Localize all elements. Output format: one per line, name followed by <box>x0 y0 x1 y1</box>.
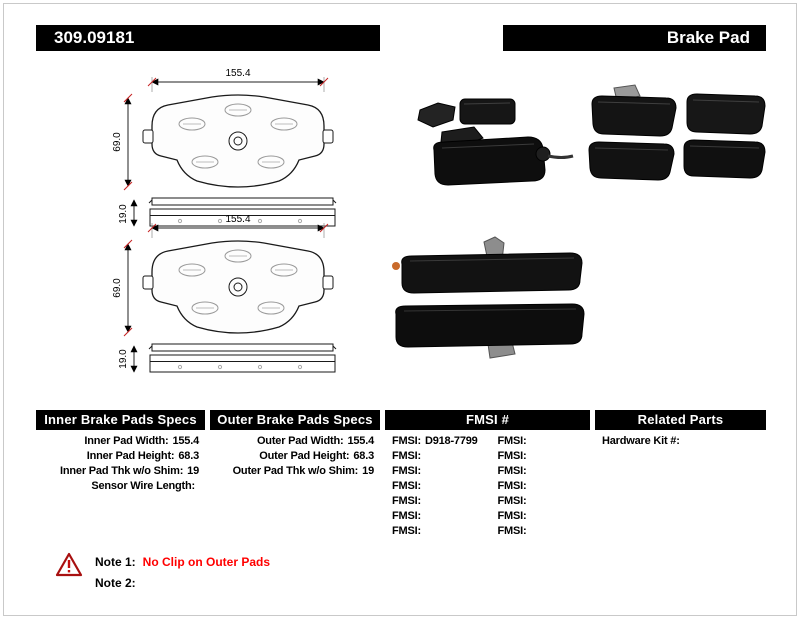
pad-side-view-drawing-2: 19.0 <box>118 343 337 373</box>
product-type: Brake Pad <box>666 28 750 47</box>
fmsi-subcolumn-2: FMSI: FMSI: FMSI: FMSI: FMSI: FMSI: FMSI… <box>488 434 591 539</box>
fmsi-row: FMSI: <box>497 465 527 477</box>
height-dimension-label-1: 69.0 <box>112 132 123 152</box>
width-dimension-label-1: 155.4 <box>225 68 250 79</box>
note-2: Note 2: <box>95 576 143 590</box>
outer-specs-header: Outer Brake Pads Specs <box>210 410 380 430</box>
thickness-dimension-label-1: 19.0 <box>118 204 129 224</box>
page-border <box>3 3 797 616</box>
spec-row-outer-thickness: Outer Pad Thk w/o Shim:19 <box>232 465 375 477</box>
fmsi-row: FMSI: <box>392 480 421 492</box>
related-parts-header: Related Parts <box>595 410 766 430</box>
technical-drawings: 155.4 69.0 19.0 155.4 69.0 <box>112 68 766 373</box>
note-2-label: Note 2: <box>95 576 136 590</box>
spec-row-outer-height: Outer Pad Height:68.3 <box>259 450 374 462</box>
spec-row-inner-width: Inner Pad Width:155.4 <box>84 435 199 447</box>
related-parts-column: Related Parts Hardware Kit #: <box>595 410 766 449</box>
fmsi-header: FMSI # <box>385 410 590 430</box>
thickness-dimension-label-2: 19.0 <box>118 349 129 369</box>
spec-row-inner-height: Inner Pad Height:68.3 <box>86 450 199 462</box>
photo-pad-set-side <box>392 236 585 359</box>
pad-side-view-drawing-1: 19.0 <box>118 197 337 227</box>
spec-row-hardware-kit: Hardware Kit #: <box>602 435 680 447</box>
spec-row-outer-width: Outer Pad Width:155.4 <box>256 435 374 447</box>
fmsi-row: FMSI: <box>497 510 527 522</box>
note-1-text: No Clip on Outer Pads <box>142 555 271 569</box>
fmsi-row: FMSI: <box>392 495 421 507</box>
fmsi-row: FMSI: <box>392 450 421 462</box>
width-dimension-label-2: 155.4 <box>225 214 250 225</box>
fmsi-row: FMSI: <box>497 480 527 492</box>
inner-specs-column: Inner Brake Pads Specs Inner Pad Width:1… <box>36 410 205 494</box>
fmsi-subcolumn-1: FMSI:D918-7799 FMSI: FMSI: FMSI: FMSI: F… <box>385 434 488 539</box>
height-dimension-label-2: 69.0 <box>112 278 123 298</box>
fmsi-column: FMSI # FMSI:D918-7799 FMSI: FMSI: FMSI: … <box>385 410 590 539</box>
outer-specs-column: Outer Brake Pads Specs Outer Pad Width:1… <box>210 410 380 479</box>
fmsi-row: FMSI: <box>497 495 527 507</box>
spec-row-inner-thickness: Inner Pad Thk w/o Shim:19 <box>60 465 199 477</box>
product-type-bar: Brake Pad <box>503 25 766 51</box>
pad-front-view-drawing-2: 155.4 69.0 <box>112 214 334 337</box>
inner-specs-header: Inner Brake Pads Specs <box>36 410 205 430</box>
part-number-bar: 309.09181 <box>36 25 380 51</box>
fmsi-row: FMSI: <box>497 450 527 462</box>
note-1: Note 1: No Clip on Outer Pads <box>95 555 270 569</box>
part-number: 309.09181 <box>54 28 135 47</box>
fmsi-row: FMSI: <box>392 465 421 477</box>
photo-pads-with-hardware <box>417 98 574 186</box>
warning-icon <box>55 552 83 577</box>
fmsi-row: FMSI: <box>392 510 421 522</box>
photo-pad-set-rear <box>588 84 766 181</box>
spec-row-sensor-wire-length: Sensor Wire Length: <box>91 480 195 492</box>
fmsi-row: FMSI:D918-7799 <box>392 435 478 447</box>
fmsi-row: FMSI: <box>392 525 421 537</box>
fmsi-row: FMSI: <box>497 525 527 537</box>
note-1-label: Note 1: <box>95 555 136 569</box>
fmsi-row: FMSI: <box>497 435 527 447</box>
pad-front-view-drawing-1: 155.4 69.0 <box>112 68 334 191</box>
